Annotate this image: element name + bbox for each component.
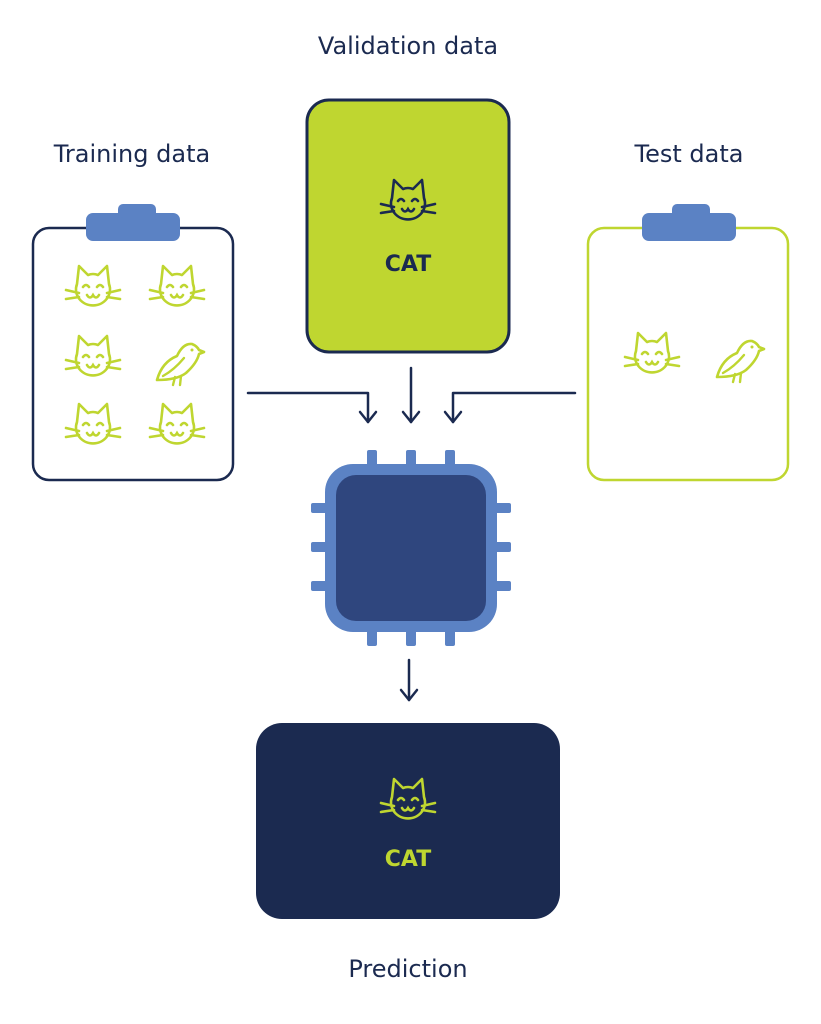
training-data-label: Training data bbox=[53, 140, 211, 168]
validation-data-card: CAT bbox=[305, 98, 511, 354]
prediction-card: CAT bbox=[256, 723, 560, 919]
test-data-clipboard bbox=[586, 204, 790, 482]
arrowhead bbox=[443, 410, 463, 424]
connector-arrows bbox=[246, 366, 577, 702]
model-chip-icon bbox=[311, 450, 511, 646]
validation-class-label: CAT bbox=[385, 252, 431, 277]
validation-data-label: Validation data bbox=[317, 32, 499, 60]
arrowhead bbox=[358, 410, 378, 424]
arrowhead bbox=[399, 688, 419, 702]
prediction-class-label: CAT bbox=[385, 847, 431, 872]
test-to-model-arrow bbox=[451, 391, 577, 424]
training-to-model-arrow bbox=[246, 391, 370, 424]
prediction-label: Prediction bbox=[348, 955, 468, 983]
arrowhead bbox=[401, 410, 421, 424]
training-data-clipboard bbox=[31, 204, 235, 482]
test-data-label: Test data bbox=[634, 140, 744, 168]
